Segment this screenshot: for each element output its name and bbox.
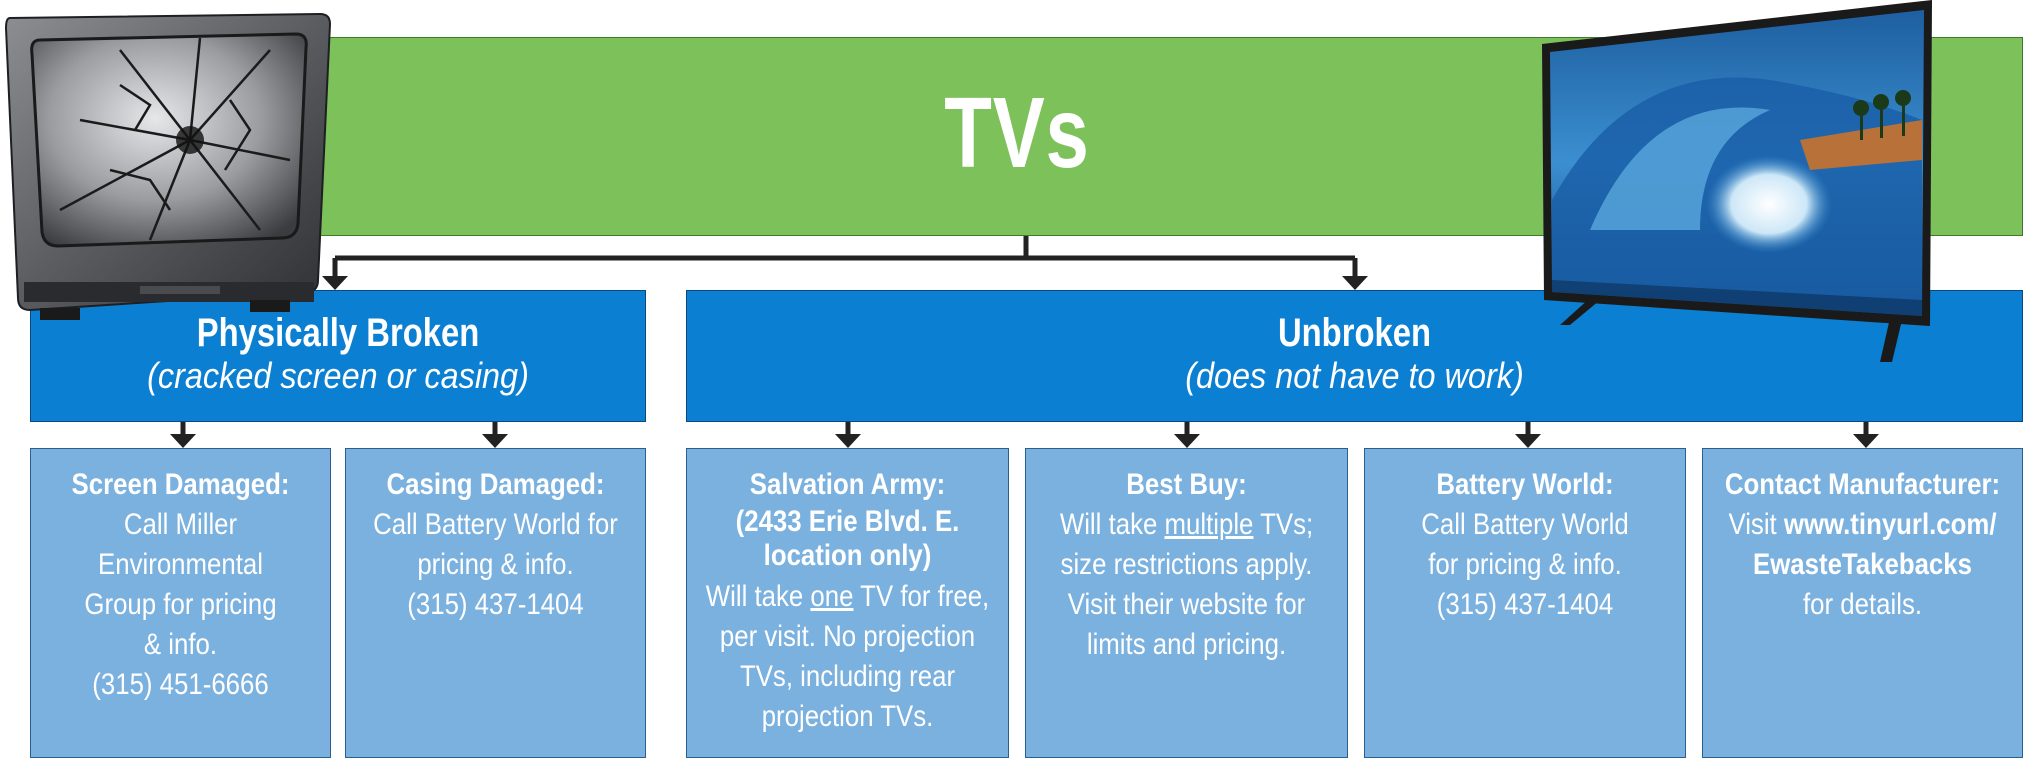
box-text: Call Battery World [1421,508,1629,541]
emphasis-text: one [810,580,854,613]
phone-number: (315) 437-1404 [407,588,584,621]
box-battery-world: Battery World: Call Battery World for pr… [1364,448,1686,758]
box-heading: Battery World: [1436,468,1614,501]
box-text: Visit their website for [1067,588,1306,621]
phone-number: (315) 451-6666 [92,668,269,701]
box-best-buy: Best Buy: Will take multiple TVs; size r… [1025,448,1348,758]
box-text: Call Miller [123,508,238,541]
box-text: size restrictions apply. [1060,548,1313,581]
arrowhead [482,434,508,448]
palm-trees [1853,90,1911,140]
box-heading: Contact Manufacturer: [1724,468,2001,501]
category-physically-broken: Physically Broken (cracked screen or cas… [30,290,646,422]
arrowhead [835,434,861,448]
box-heading: Casing Damaged: [386,468,605,501]
box-casing-damaged: Casing Damaged: Call Battery World for p… [345,448,646,758]
website-link[interactable]: www.tinyurl.com/ [1783,508,1997,541]
crack-lines [59,37,291,241]
page-title: TVs [944,77,1090,189]
arrowhead [170,434,196,448]
text-fragment: Visit [1728,508,1784,541]
box-text: TVs, including rear [739,660,956,693]
box-heading: Salvation Army: [749,468,946,501]
box-text: limits and pricing. [1086,628,1287,661]
arrowhead [1853,434,1879,448]
box-text: Will take one TV for free, [692,577,1002,617]
arrowhead [1174,434,1200,448]
category-title: Unbroken [1277,311,1432,355]
box-salvation-army: Salvation Army: (2433 Erie Blvd. E. loca… [686,448,1009,758]
text-fragment: TV for free, [853,580,990,613]
box-text: Environmental [98,548,263,581]
box-contact-manufacturer: Contact Manufacturer: Visit www.tinyurl.… [1702,448,2023,758]
box-heading: Screen Damaged: [71,468,290,501]
arrowhead [1342,276,1368,290]
text-fragment: Will take [705,580,811,613]
box-text: EwasteTakebacks [1708,545,2017,585]
box-text: per visit. No projection [719,620,976,653]
website-link[interactable]: EwasteTakebacks [1753,548,1972,581]
box-text: for pricing & info. [1428,548,1622,581]
box-text: for details. [1802,588,1923,621]
text-fragment: Will take [1059,508,1165,541]
box-text: projection TVs. [761,700,934,733]
broken-crt-tv-image [4,12,332,320]
emphasis-text: multiple [1164,508,1254,541]
box-address: location only) [763,539,932,572]
box-address: (2433 Erie Blvd. E. [735,505,960,538]
category-title: Physically Broken [196,311,480,355]
flat-screen-tv-image [1542,0,1932,362]
box-text: Group for pricing [84,588,277,621]
box-text: Call Battery World for [373,508,618,541]
box-heading: Best Buy: [1126,468,1247,501]
box-text: pricing & info. [417,548,574,581]
category-subtitle: (does not have to work) [1185,355,1524,396]
box-text: Will take multiple TVs; [1031,505,1341,545]
arrowhead [1515,434,1541,448]
box-text: & info. [143,628,218,661]
phone-number: (315) 437-1404 [1436,588,1614,621]
text-fragment: TVs; [1253,508,1314,541]
arrowhead [322,276,348,290]
box-text: Visit www.tinyurl.com/ [1708,505,2017,545]
category-subtitle: (cracked screen or casing) [147,355,529,396]
box-screen-damaged: Screen Damaged: Call Miller Environmenta… [30,448,331,758]
